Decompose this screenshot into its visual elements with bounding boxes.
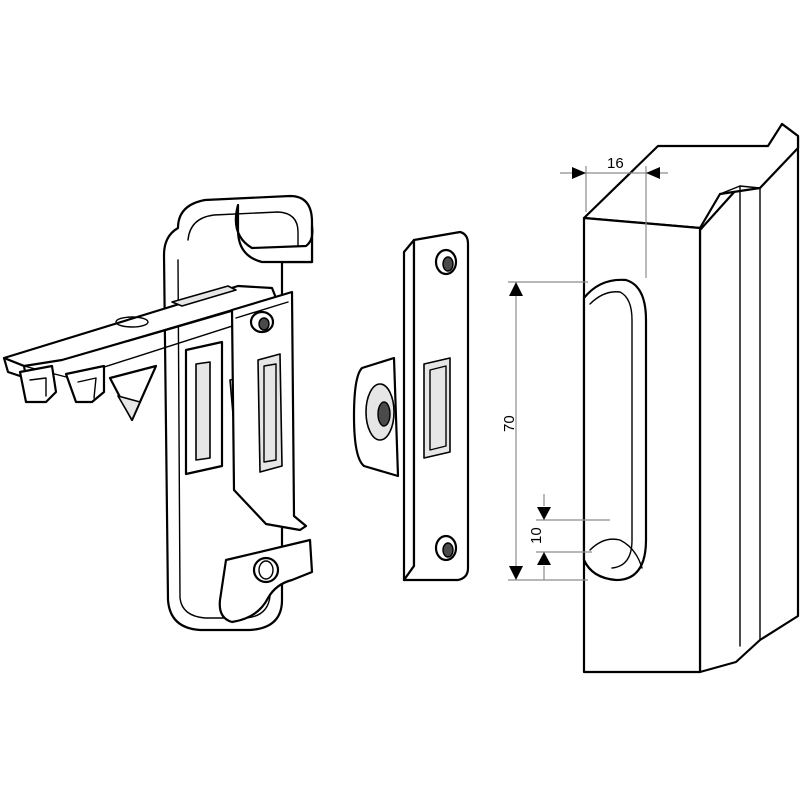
width-dimension-label: 16 — [607, 155, 624, 172]
inner-plate-slot — [195, 361, 211, 461]
profile-top-face — [582, 122, 800, 230]
dimension-lines: 16 70 10 — [501, 155, 668, 581]
bolt-tooth — [64, 364, 106, 404]
strike-plate-assembly — [352, 230, 470, 582]
latch-assembly — [2, 194, 314, 632]
offset-arrow-top — [537, 507, 551, 520]
housing-top-lip — [234, 203, 314, 264]
bolt-tooth — [18, 364, 58, 404]
offset-dimension-label: 10 — [528, 527, 545, 544]
width-arrow-left — [572, 167, 586, 179]
latch-housing-inner — [187, 211, 299, 251]
front-plate-slot — [257, 353, 283, 473]
bolt-hole — [115, 316, 149, 328]
height-arrow-bottom — [509, 566, 523, 580]
profile-cutout — [582, 278, 648, 582]
bolt-slot — [171, 285, 237, 307]
width-arrow-right — [646, 167, 660, 179]
height-dimension-label: 70 — [501, 415, 518, 432]
offset-arrow-bottom — [537, 552, 551, 565]
height-arrow-top — [509, 282, 523, 296]
frame-profile — [582, 122, 800, 674]
profile-side-face — [698, 122, 800, 674]
